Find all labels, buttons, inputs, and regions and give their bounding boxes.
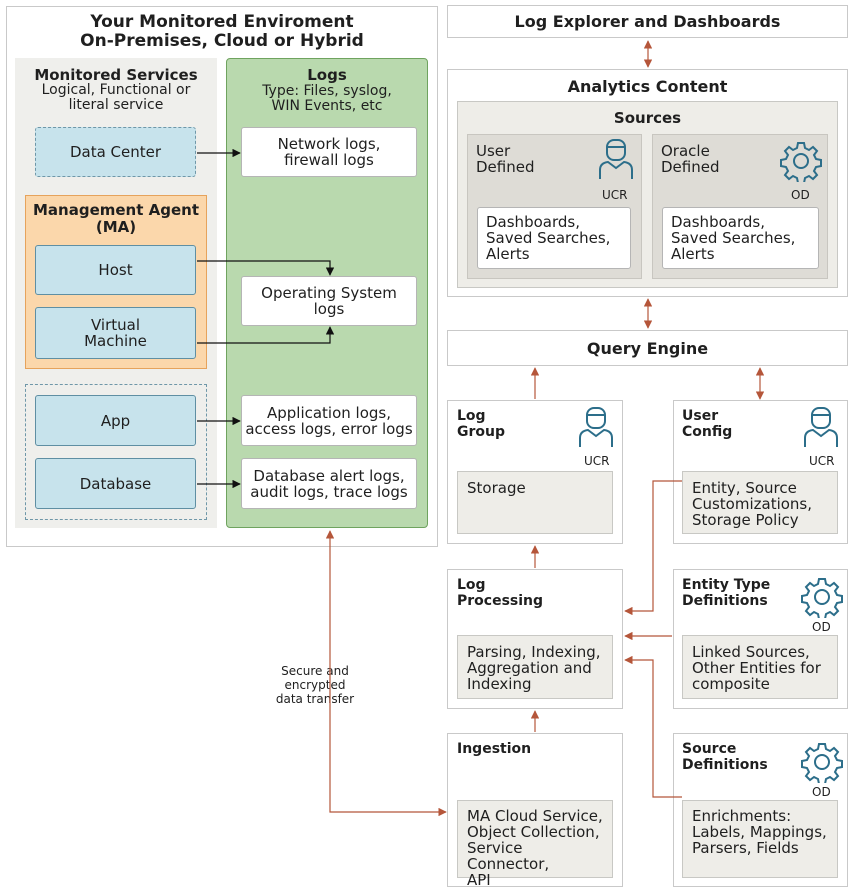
oracle-defined-label: Oracle Defined [661, 142, 720, 176]
management-agent-title: Management Agent (MA) [32, 201, 199, 236]
title-line-2: On-Premises, Cloud or Hybrid [80, 31, 364, 51]
logs-subtitle: Type: Files, syslog, WIN Events, etc [262, 83, 392, 114]
ingestion-content[interactable]: MA Cloud Service, Object Collection, Ser… [457, 800, 613, 888]
log-explorer-box[interactable]: Log Explorer and Dashboards [447, 5, 848, 38]
monitored-environment-title: Your Monitored Enviroment On-Premises, C… [6, 13, 438, 51]
user-config-user-icon [801, 405, 841, 449]
application-logs-box[interactable]: Application logs, access logs, error log… [241, 395, 417, 446]
source-defs-badge: OD [812, 785, 831, 799]
oracle-defined-badge: OD [791, 188, 810, 202]
user-defined-label: User Defined [476, 142, 535, 176]
network-logs-box[interactable]: Network logs, firewall logs [241, 127, 417, 177]
arrow-host-os [197, 260, 335, 276]
arrow-vm-os [197, 326, 335, 344]
monitored-services-title: Monitored Services [34, 66, 198, 84]
oracle-defined-content[interactable]: Dashboards, Saved Searches, Alerts [662, 207, 819, 269]
arrow-sourcedefs-processing [624, 655, 682, 798]
app-box[interactable]: App [35, 395, 196, 446]
database-logs-box[interactable]: Database alert logs, audit logs, trace l… [241, 458, 417, 509]
log-processing-content[interactable]: Parsing, Indexing, Aggregation and Index… [457, 635, 613, 699]
ingestion-title: Ingestion [457, 741, 532, 757]
sources-title: Sources [613, 109, 682, 127]
virtual-machine-box[interactable]: Virtual Machine [35, 307, 196, 359]
log-group-badge: UCR [584, 454, 610, 468]
monitored-services-subtitle: Logical, Functional or literal service [41, 82, 191, 113]
user-config-content[interactable]: Entity, Source Customizations, Storage P… [682, 471, 838, 534]
log-group-content[interactable]: Storage [457, 471, 613, 534]
source-defs-content[interactable]: Enrichments: Labels, Mappings, Parsers, … [682, 800, 838, 878]
title-line-1: Your Monitored Enviroment [90, 12, 354, 32]
analytics-content-title: Analytics Content [567, 77, 728, 96]
arrow-userconfig-processing [624, 480, 682, 616]
host-box[interactable]: Host [35, 245, 196, 295]
app-database-group [25, 384, 207, 520]
user-config-title: User Config [682, 408, 733, 440]
user-icon [596, 137, 636, 181]
user-defined-content[interactable]: Dashboards, Saved Searches, Alerts [477, 207, 631, 269]
query-engine-box[interactable]: Query Engine [447, 330, 848, 366]
database-box[interactable]: Database [35, 458, 196, 509]
source-defs-title: Source Definitions [682, 741, 768, 773]
user-defined-badge: UCR [602, 188, 628, 202]
entity-type-content[interactable]: Linked Sources, Other Entities for compo… [682, 635, 838, 699]
os-logs-box[interactable]: Operating System logs [241, 276, 417, 326]
arrow-ingestion-logs [325, 530, 447, 817]
log-processing-title: Log Processing [457, 577, 544, 609]
entity-type-badge: OD [812, 620, 831, 634]
log-group-title: Log Group [457, 408, 506, 440]
log-group-user-icon [576, 405, 616, 449]
entity-type-title: Entity Type Definitions [682, 577, 771, 609]
data-center-box[interactable]: Data Center [35, 127, 196, 177]
user-config-badge: UCR [809, 454, 835, 468]
logs-title: Logs [307, 66, 347, 84]
